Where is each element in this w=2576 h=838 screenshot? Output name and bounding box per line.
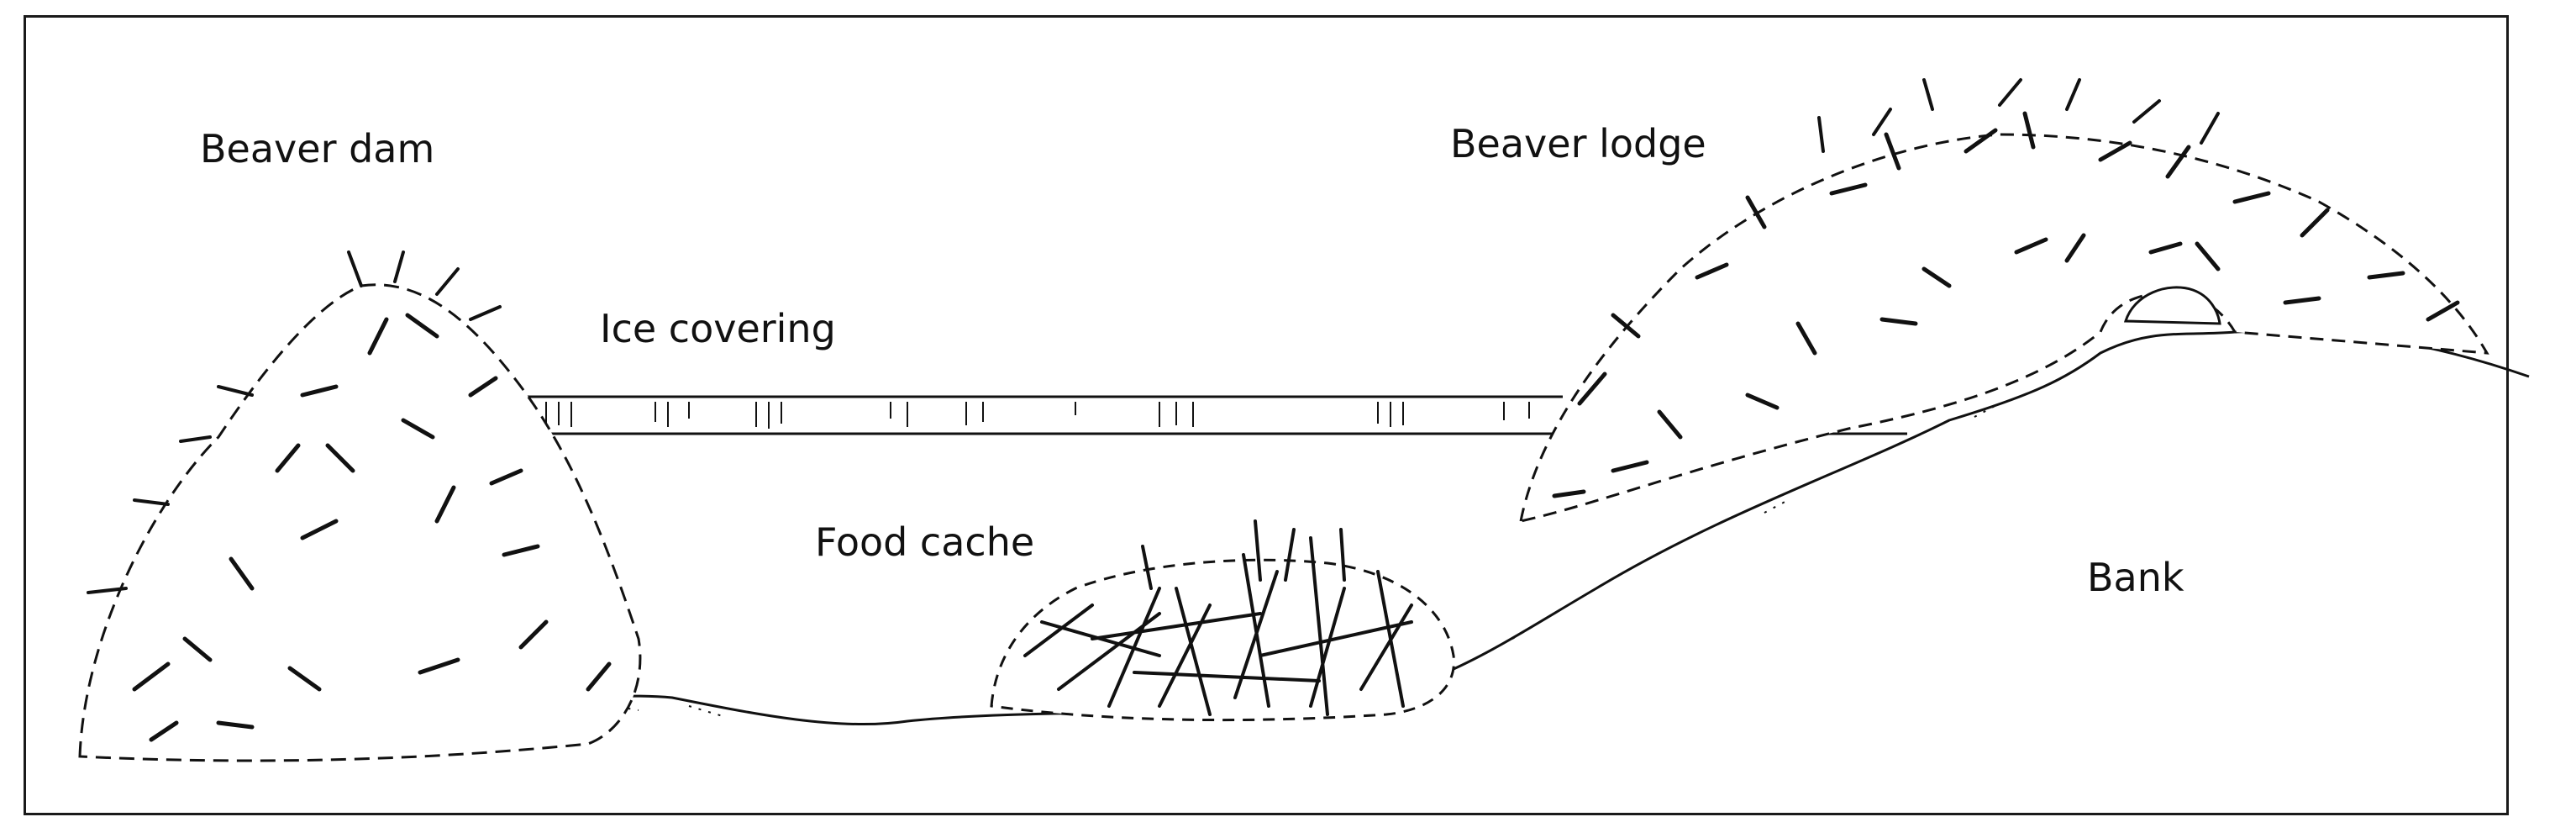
beaver-dam-pile <box>78 250 642 762</box>
ground-profile <box>167 329 2530 758</box>
bank-label: Bank <box>2087 555 2184 600</box>
lodge-chamber-beaver <box>2123 286 2221 325</box>
beaver-dam-label: Beaver dam <box>200 126 435 171</box>
beaver-lodge-label: Beaver lodge <box>1450 121 1706 166</box>
ice-covering <box>523 395 1563 435</box>
beaver-lodge-mound <box>1519 78 2489 523</box>
ice-covering-label: Ice covering <box>600 306 836 351</box>
food-cache-label: Food cache <box>815 519 1035 565</box>
food-cache-pile <box>990 519 1455 722</box>
